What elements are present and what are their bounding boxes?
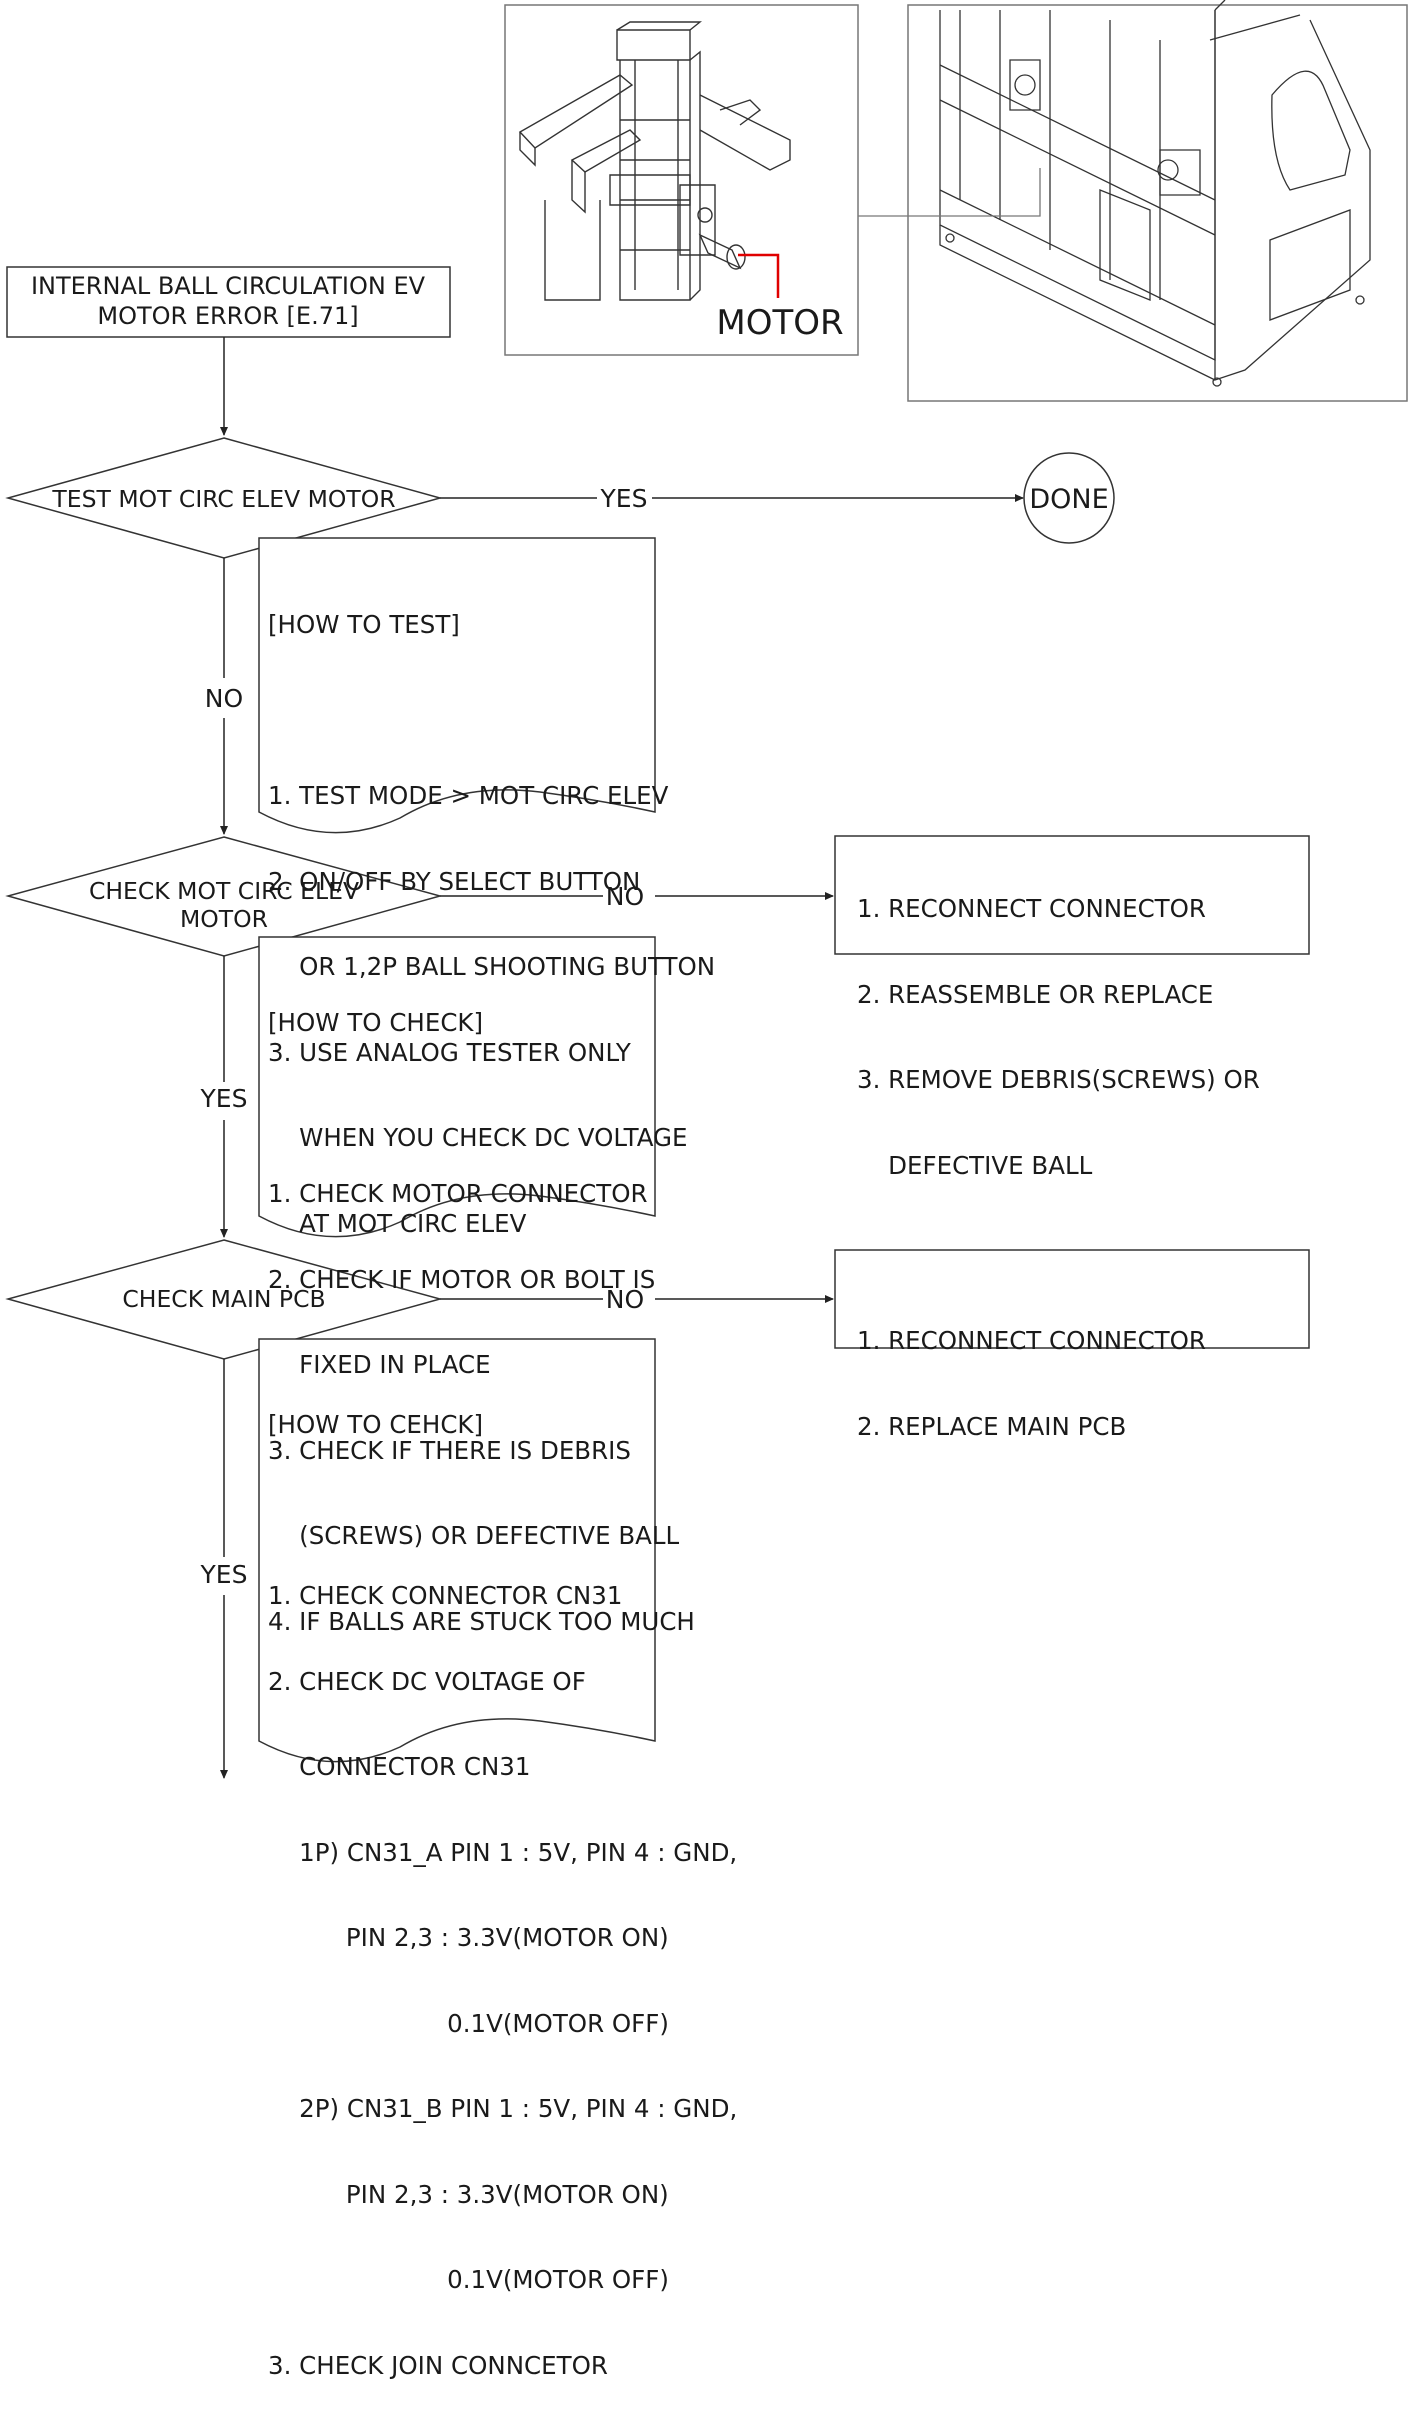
action-line: 2. REPLACE MAIN PCB (857, 1411, 1127, 1441)
action-box-pcb (834, 1249, 1310, 1349)
start-title-line2: MOTOR ERROR [E.71] (97, 302, 358, 330)
note-line: 1. CHECK CONNECTOR CN31 (268, 1581, 623, 1610)
note-line: 2. ON/OFF BY SELECT BUTTON (268, 866, 641, 896)
mechanism-photo: MOTOR (504, 4, 859, 356)
note-line: [HOW TO CHECK] (268, 1008, 484, 1037)
decision-test-motor: TEST MOT CIRC ELEV MOTOR (5, 437, 443, 559)
note-line: 2. CHECK IF MOTOR OR BOLT IS (268, 1264, 656, 1294)
action-line: 2. REASSEMBLE OR REPLACE (857, 979, 1214, 1009)
decision-check-motor: CHECK MOT CIRC ELEV MOTOR (5, 836, 443, 957)
action-list-pcb: 1. RECONNECT CONNECTOR 2. REPLACE MAIN P… (857, 1270, 1206, 1470)
done-label: DONE (1029, 484, 1108, 515)
how-to-check-motor-note: [HOW TO CHECK] 1. CHECK MOTOR CONNECTOR … (268, 952, 695, 1665)
how-to-test-note-shape (258, 537, 656, 834)
note-line: 3. USE ANALOG TESTER ONLY (268, 1037, 631, 1067)
how-to-check-pcb-note: [HOW TO CEHCK] 1. CHECK CONNECTOR CN31 2… (268, 1354, 737, 2409)
note-line: 2. CHECK DC VOLTAGE OF (268, 1666, 586, 1696)
start-title-line1: INTERNAL BALL CIRCULATION EV (31, 272, 426, 300)
note-line: PIN 2,3 : 3.3V(MOTOR ON) (268, 1923, 669, 1952)
decision3-no-label: NO (606, 1285, 644, 1314)
decision1-yes-label: YES (600, 484, 648, 513)
decision2-label-line1: CHECK MOT CIRC ELEV (89, 877, 359, 905)
decision3-yes-label: YES (200, 1560, 248, 1589)
decision2-label-line2: MOTOR (180, 905, 268, 933)
motor-label: MOTOR (716, 303, 843, 343)
cabinet-photo (907, 0, 1408, 402)
decision2-yes-label: YES (200, 1084, 248, 1113)
note-line: 0.1V(MOTOR OFF) (268, 2265, 669, 2294)
action-list-motor: 1. RECONNECT CONNECTOR 2. REASSEMBLE OR … (857, 838, 1260, 1209)
note-line: [HOW TO TEST] (268, 610, 460, 639)
note-line: FIXED IN PLACE (268, 1350, 491, 1379)
action-line: 1. RECONNECT CONNECTOR (857, 894, 1206, 923)
note-line (268, 1095, 695, 1124)
note-line (268, 697, 715, 726)
note-line: WHEN YOU CHECK DC VOLTAGE (268, 1123, 688, 1152)
how-to-test-note: [HOW TO TEST] 1. TEST MODE > MOT CIRC EL… (268, 554, 715, 1267)
note-line: AT MOT CIRC ELEV (268, 1208, 527, 1238)
note-line: PIN 2,3 : 3.3V(MOTOR ON) (268, 2179, 669, 2209)
note-line: [HOW TO CEHCK] (268, 1410, 484, 1439)
how-to-check-pcb-note-shape (258, 1338, 656, 1763)
note-line: OR 1,2P BALL SHOOTING BUTTON (268, 952, 716, 981)
note-line: 4. IF BALLS ARE STUCK TOO MUCH (268, 1606, 695, 1636)
decision3-label: CHECK MAIN PCB (122, 1285, 325, 1313)
decision2-no-label: NO (606, 882, 644, 911)
note-line: CONNECTOR CN31 (268, 1752, 531, 1781)
action-line: 3. REMOVE DEBRIS(SCREWS) OR (857, 1065, 1260, 1094)
note-line: 1. TEST MODE > MOT CIRC ELEV (268, 781, 669, 810)
flowchart-canvas: MOTOR INTERNAL BALL (5, 0, 1408, 1779)
decision-check-main-pcb: CHECK MAIN PCB (5, 1239, 443, 1360)
note-line: 1P) CN31_A PIN 1 : 5V, PIN 4 : GND, (268, 1837, 738, 1867)
action-line: DEFECTIVE BALL (857, 1150, 1093, 1180)
action-line: 1. RECONNECT CONNECTOR (857, 1326, 1206, 1355)
note-line: 0.1V(MOTOR OFF) (268, 2008, 669, 2038)
decision1-label: TEST MOT CIRC ELEV MOTOR (51, 485, 395, 513)
note-line: (SCREWS) OR DEFECTIVE BALL (268, 1521, 680, 1550)
note-line: 1. CHECK MOTOR CONNECTOR (268, 1179, 648, 1208)
note-line: 3. CHECK JOIN CONNCETOR (268, 2350, 608, 2380)
action-box-motor (834, 835, 1310, 955)
decision1-no-label: NO (205, 684, 243, 713)
photo-connector-line (858, 168, 1041, 217)
done-terminal: DONE (1023, 452, 1115, 544)
note-line (268, 1497, 737, 1526)
how-to-check-motor-note-shape (258, 936, 656, 1238)
note-line: 3. CHECK IF THERE IS DEBRIS (268, 1435, 631, 1465)
start-box: INTERNAL BALL CIRCULATION EV MOTOR ERROR… (6, 266, 451, 338)
note-line: 2P) CN31_B PIN 1 : 5V, PIN 4 : GND, (268, 2094, 738, 2123)
